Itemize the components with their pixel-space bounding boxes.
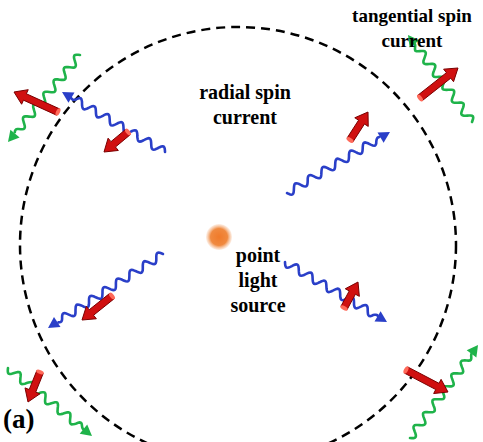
spin-arrow-tail: [346, 136, 355, 144]
spin-arrow-tail: [36, 369, 45, 376]
radial-wave: [285, 262, 378, 316]
spin-arrow-tail: [108, 292, 116, 301]
tangential-wave-head: [8, 130, 20, 142]
tangential-wave-head: [467, 345, 478, 357]
spin-arrow-tail: [55, 108, 62, 117]
spin-arrow-tail: [416, 94, 424, 103]
spin-arrow-tail: [124, 128, 132, 137]
radial-wave: [71, 98, 165, 152]
spin-arrow: [341, 282, 359, 310]
panel-letter: (a): [3, 404, 53, 434]
radial-wave: [58, 253, 163, 323]
radial-wave-head: [62, 92, 75, 103]
dashed-circle: [20, 27, 456, 442]
radial-wave-head: [378, 132, 391, 143]
radial-label: radial spin current: [183, 80, 307, 130]
spin-arrow: [418, 68, 458, 101]
spin-arrow: [25, 371, 43, 402]
tangential-wave: [15, 55, 80, 133]
spin-arrow-tail: [340, 304, 349, 311]
tangential-wave-head: [80, 424, 92, 436]
spin-group: [14, 68, 458, 402]
radial-wave-head: [375, 311, 388, 322]
tangential-wave: [415, 44, 474, 122]
light-source-dot: [206, 224, 232, 250]
radial-wave-head: [48, 317, 61, 328]
wave-group: [8, 35, 478, 438]
spin-arrow: [347, 112, 368, 142]
source-label: point light source: [222, 243, 294, 318]
radial-wave: [287, 137, 379, 195]
spin-arrow: [404, 367, 448, 394]
spin-arrow-tail: [402, 366, 409, 375]
spin-arrow: [82, 293, 114, 320]
tangential-wave: [410, 354, 471, 438]
tangential-label: tangential spin current: [342, 3, 482, 53]
spin-arrow: [14, 90, 59, 116]
